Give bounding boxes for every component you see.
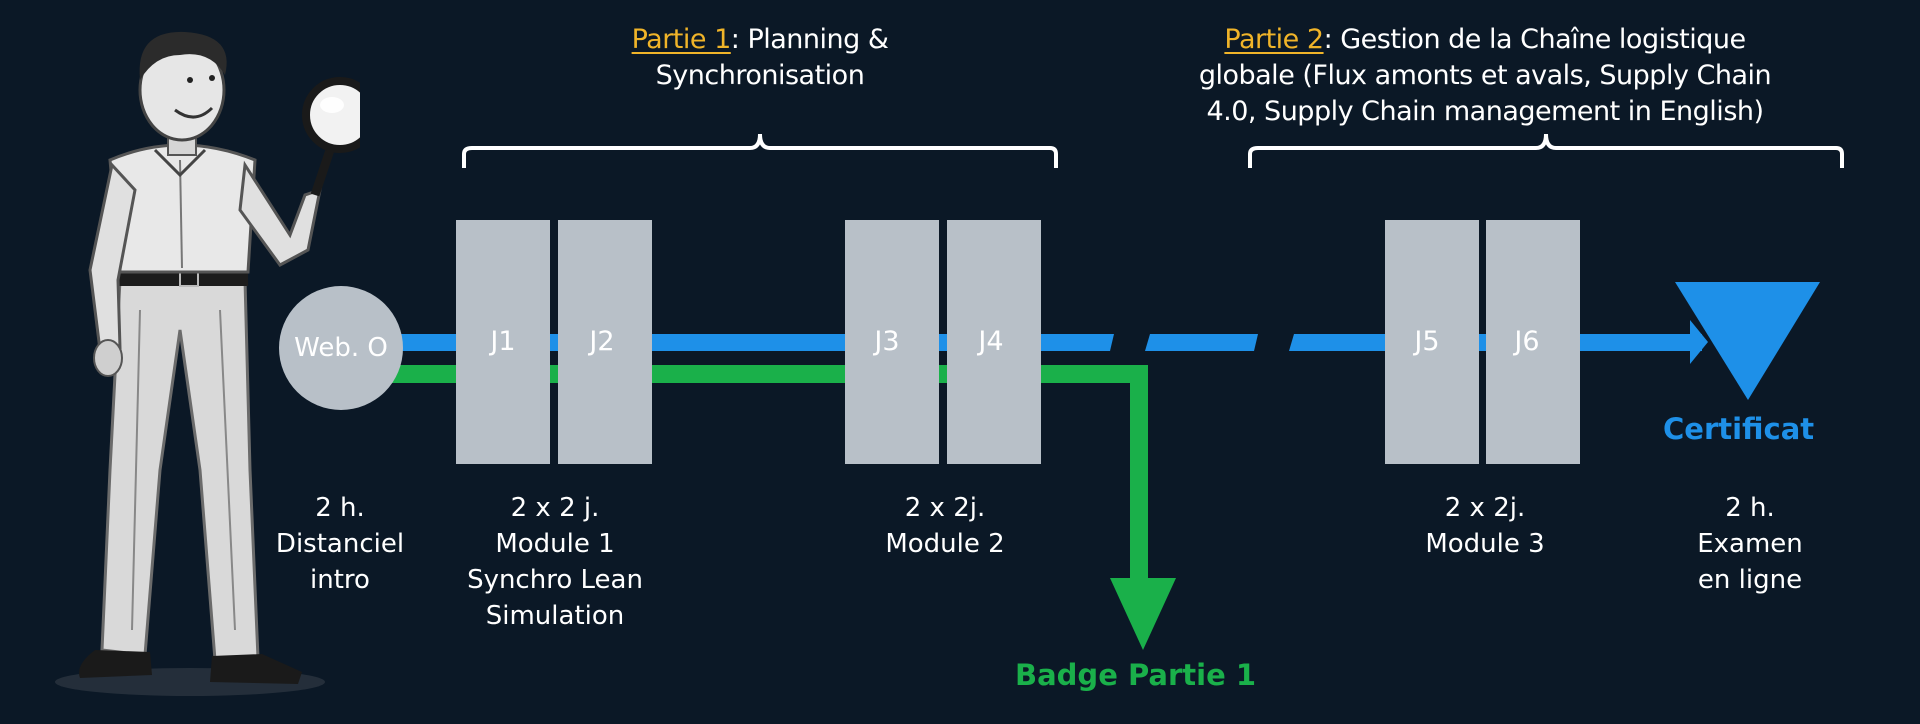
day-block-j6 [1486, 220, 1580, 464]
day-block-j4 [947, 220, 1041, 464]
day-block-j5 [1385, 220, 1479, 464]
caption-module2-line1: 2 x 2j. [904, 493, 986, 523]
caption-exam-line3: en ligne [1697, 565, 1803, 595]
day-label-j1: J1 [490, 326, 516, 357]
part1-title-line2: Synchronisation [655, 60, 865, 91]
blue-arrow-head [1690, 320, 1708, 364]
day-label-j6: J6 [1514, 326, 1540, 357]
person-with-magnifier-illustration [55, 31, 360, 696]
day-block-j1 [456, 220, 550, 464]
caption-module1-line3: Synchro Lean [467, 565, 643, 595]
day-block-j2 [558, 220, 652, 464]
web-o-label: Web. O [294, 333, 388, 363]
certificat-triangle [1675, 282, 1820, 400]
part1-link[interactable]: Partie 1 [631, 24, 732, 55]
part1-title-rest: : Planning & [730, 24, 889, 55]
certificat-label: Certificat [1663, 412, 1815, 446]
caption-module1: 2 x 2 j. Module 1 Synchro Lean Simulatio… [440, 490, 670, 634]
caption-intro-line2: Distanciel [275, 529, 405, 559]
caption-intro-line3: intro [310, 565, 370, 595]
caption-module3-line2: Module 3 [1425, 529, 1545, 559]
part2-brace [1248, 133, 1844, 168]
caption-module2: 2 x 2j. Module 2 [845, 490, 1045, 562]
caption-exam-line2: Examen [1697, 529, 1803, 559]
web-o-node: Web. O [279, 286, 403, 410]
caption-module3-line1: 2 x 2j. [1444, 493, 1526, 523]
day-label-j3: J3 [874, 326, 900, 357]
caption-module1-line1: 2 x 2 j. [510, 493, 600, 523]
caption-module2-line2: Module 2 [885, 529, 1005, 559]
blue-track-dash2 [1145, 334, 1258, 351]
part2-title: Partie 2: Gestion de la Chaîne logistiqu… [1175, 22, 1795, 130]
day-block-j3 [845, 220, 939, 464]
caption-module3: 2 x 2j. Module 3 [1385, 490, 1585, 562]
green-arrow-head [1110, 578, 1176, 650]
part2-title-rest: : Gestion de la Chaîne logistique [1323, 24, 1747, 55]
blue-track-dash3 [1289, 334, 1390, 351]
part2-title-line2: globale (Flux amonts et avals, Supply Ch… [1198, 60, 1772, 91]
badge-partie1-label: Badge Partie 1 [1015, 658, 1257, 692]
day-label-j2: J2 [589, 326, 615, 357]
caption-module1-line2: Module 1 [495, 529, 615, 559]
caption-exam-line1: 2 h. [1725, 493, 1775, 523]
caption-intro: 2 h. Distanciel intro [250, 490, 430, 598]
caption-exam: 2 h. Examen en ligne [1660, 490, 1840, 598]
part1-brace [462, 133, 1058, 168]
day-label-j5: J5 [1414, 326, 1440, 357]
part1-title: Partie 1: Planning & Synchronisation [560, 22, 960, 94]
day-label-j4: J4 [978, 326, 1004, 357]
green-track-down [1130, 365, 1148, 590]
part2-link[interactable]: Partie 2 [1224, 24, 1324, 55]
caption-module1-line4: Simulation [485, 601, 625, 631]
part2-title-line3: 4.0, Supply Chain management in English) [1206, 96, 1764, 127]
caption-intro-line1: 2 h. [315, 493, 365, 523]
